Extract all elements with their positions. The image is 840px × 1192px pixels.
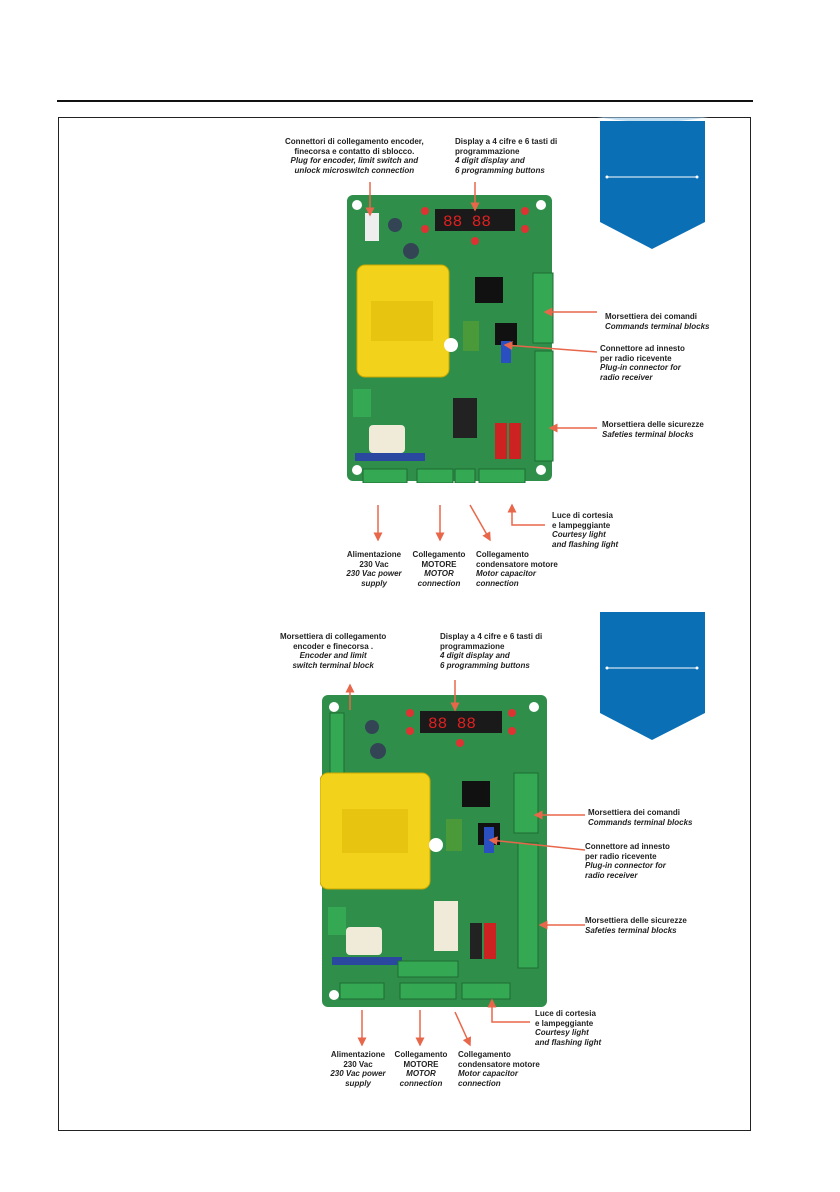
banner-icon [600, 612, 705, 740]
banner-icon [597, 117, 709, 249]
header-rule [57, 100, 753, 102]
pcb-board-image: 88 88 [320, 695, 547, 1007]
pcb-board-image: 88 88 [347, 195, 554, 483]
label-connectors: Connettori di collegamento encoder,finec… [285, 137, 424, 175]
svg-text:88 88: 88 88 [428, 715, 476, 733]
page-frame [58, 117, 751, 1131]
arrows-diagram-1 [365, 182, 598, 542]
svg-text:88 88: 88 88 [443, 213, 491, 231]
diagram-1: 88 88 [285, 117, 710, 588]
